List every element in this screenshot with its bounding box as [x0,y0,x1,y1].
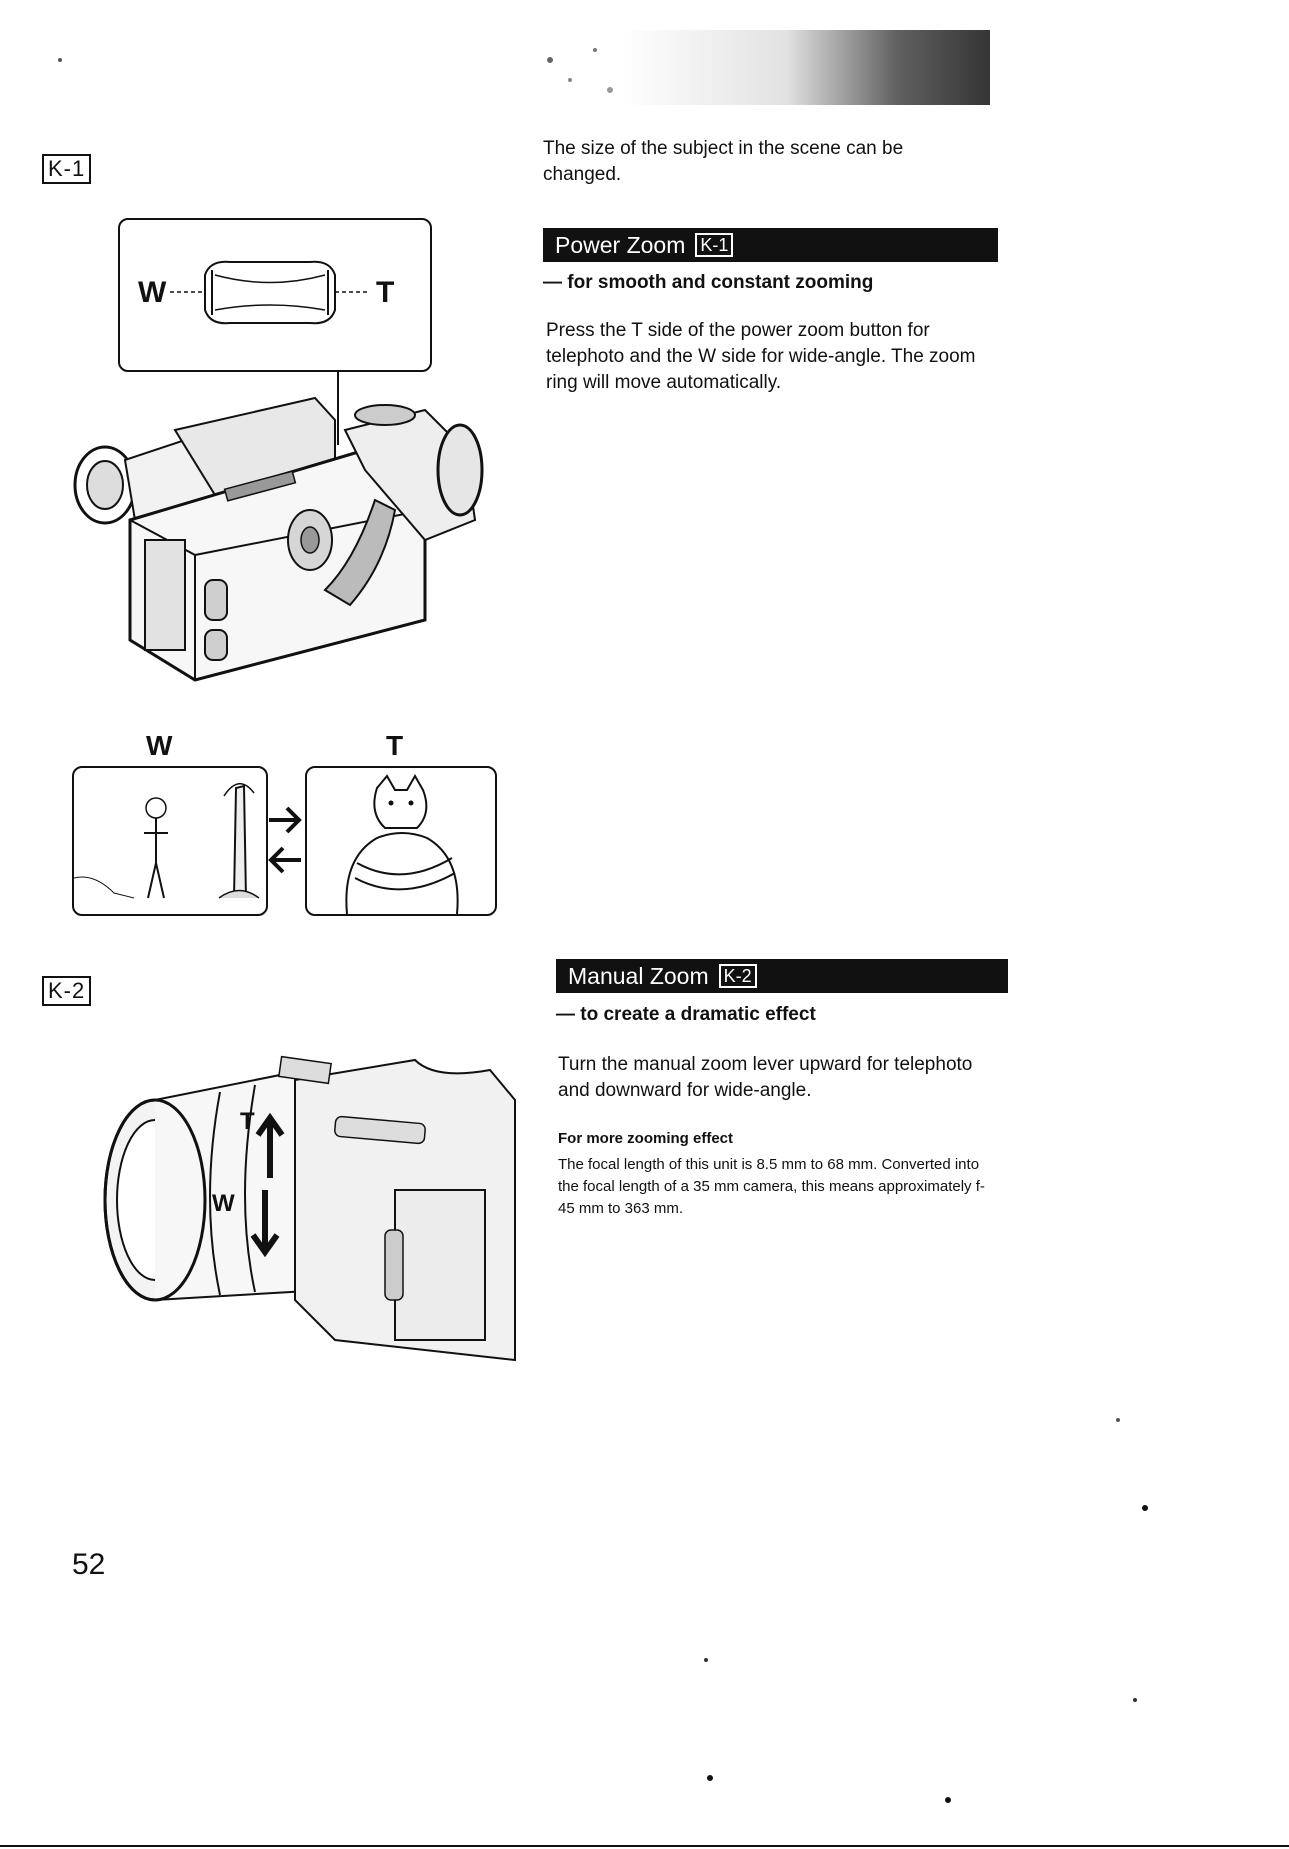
page-number: 52 [72,1548,106,1581]
manual-zoom-title: Manual Zoom [568,963,709,989]
zoom-button-w-label: W [138,276,167,309]
manual-zoom-heading: Manual Zoom K-2 [556,959,1008,993]
manual-zoom-body: Turn the manual zoom lever upward for te… [558,1054,973,1101]
power-zoom-button-illustration [170,260,370,325]
manual-zoom-note-title: For more zooming effect [558,1130,734,1147]
scene-w-label: W [146,730,173,761]
manual-zoom-subtitle: — to create a dramatic effect [556,1004,816,1025]
camcorder-illustration [73,396,484,682]
wide-angle-scene [72,766,268,916]
zoom-button-callout: W T [118,218,432,372]
telephoto-scene [305,766,497,916]
power-zoom-title: Power Zoom [555,232,686,258]
zoom-button-t-label: T [376,276,395,309]
scene-t-label: T [386,730,404,761]
lever-t-label: T [240,1108,255,1135]
zoom-direction-arrows [268,806,302,874]
intro-text: The size of the subject in the scene can… [543,138,904,185]
lever-w-label: W [212,1190,235,1217]
power-zoom-heading: Power Zoom K-1 [543,228,998,262]
power-zoom-tag: K-1 [695,233,734,257]
power-zoom-subtitle: — for smooth and constant zooming [543,272,874,293]
figure-label-k2: K-2 [42,976,92,1006]
wide-angle-scene-drawing [74,783,260,899]
manual-zoom-tag: K-2 [718,964,757,988]
telephoto-scene-drawing [345,773,459,914]
manual-zoom-note-body: The focal length of this unit is 8.5 mm … [558,1156,985,1217]
power-zoom-body: Press the T side of the power zoom butto… [546,320,976,393]
scan-artifact [547,30,990,105]
manual-zoom-lever-illustration [103,1055,516,1362]
bottom-edge [0,1845,1289,1847]
figure-label-k1: K-1 [42,154,92,184]
